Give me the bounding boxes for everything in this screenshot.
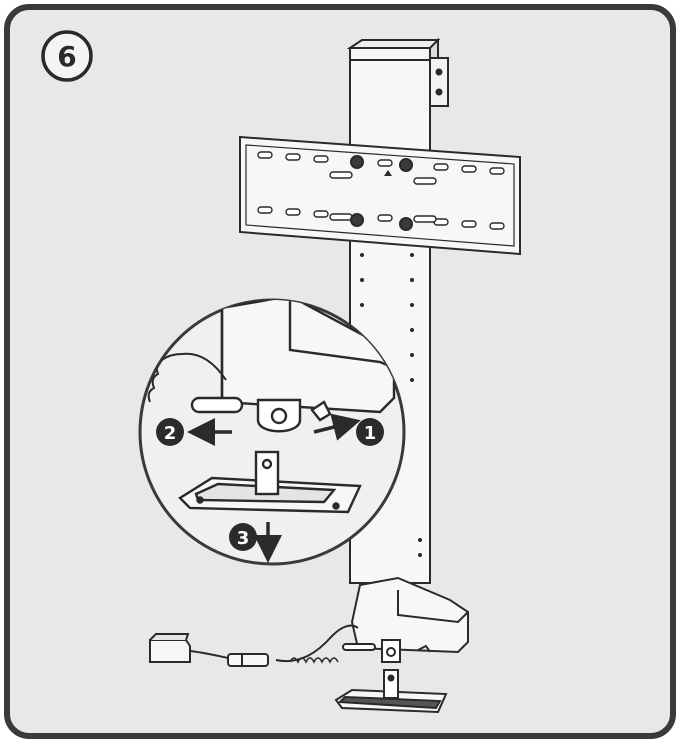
- callout-3: 3: [229, 522, 282, 563]
- callout-2-label: 2: [164, 423, 177, 444]
- arrow-icon: [313, 413, 361, 441]
- callout-1: 1: [313, 413, 384, 446]
- step-number: 6: [57, 40, 76, 73]
- step-badge: 6: [41, 30, 93, 82]
- callout-1-label: 1: [364, 423, 377, 444]
- tv-mount-bracket: [239, 135, 521, 256]
- base-plate-bottom: [334, 669, 448, 714]
- actuator-bottom: [342, 576, 469, 663]
- callout-3-label: 3: [237, 528, 250, 549]
- power-cable: [149, 624, 359, 667]
- detail-lens: [138, 298, 406, 566]
- callout-2: 2: [156, 418, 232, 446]
